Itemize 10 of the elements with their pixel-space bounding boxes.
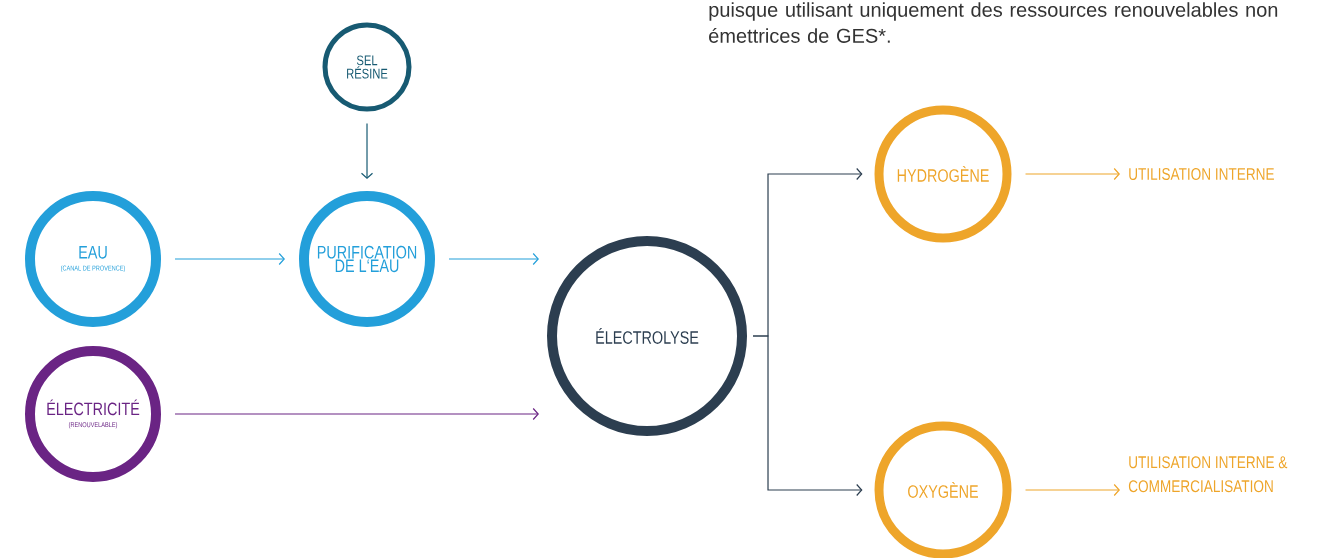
arrow <box>360 122 374 179</box>
arrow <box>174 407 539 421</box>
arrow <box>1024 483 1120 497</box>
output-label: UTILISATION INTERNE <box>1129 168 1274 180</box>
arrow <box>174 252 285 266</box>
output-label: UTILISATION INTERNE & COMMERCIALISATION <box>1128 456 1288 493</box>
arrow <box>1024 167 1120 181</box>
arrow <box>448 252 539 266</box>
arrow <box>752 335 863 497</box>
paragraph-text: puisque utilisant uniquement des ressources renouvelables non émettrices de GES*. <box>709 2 1278 43</box>
